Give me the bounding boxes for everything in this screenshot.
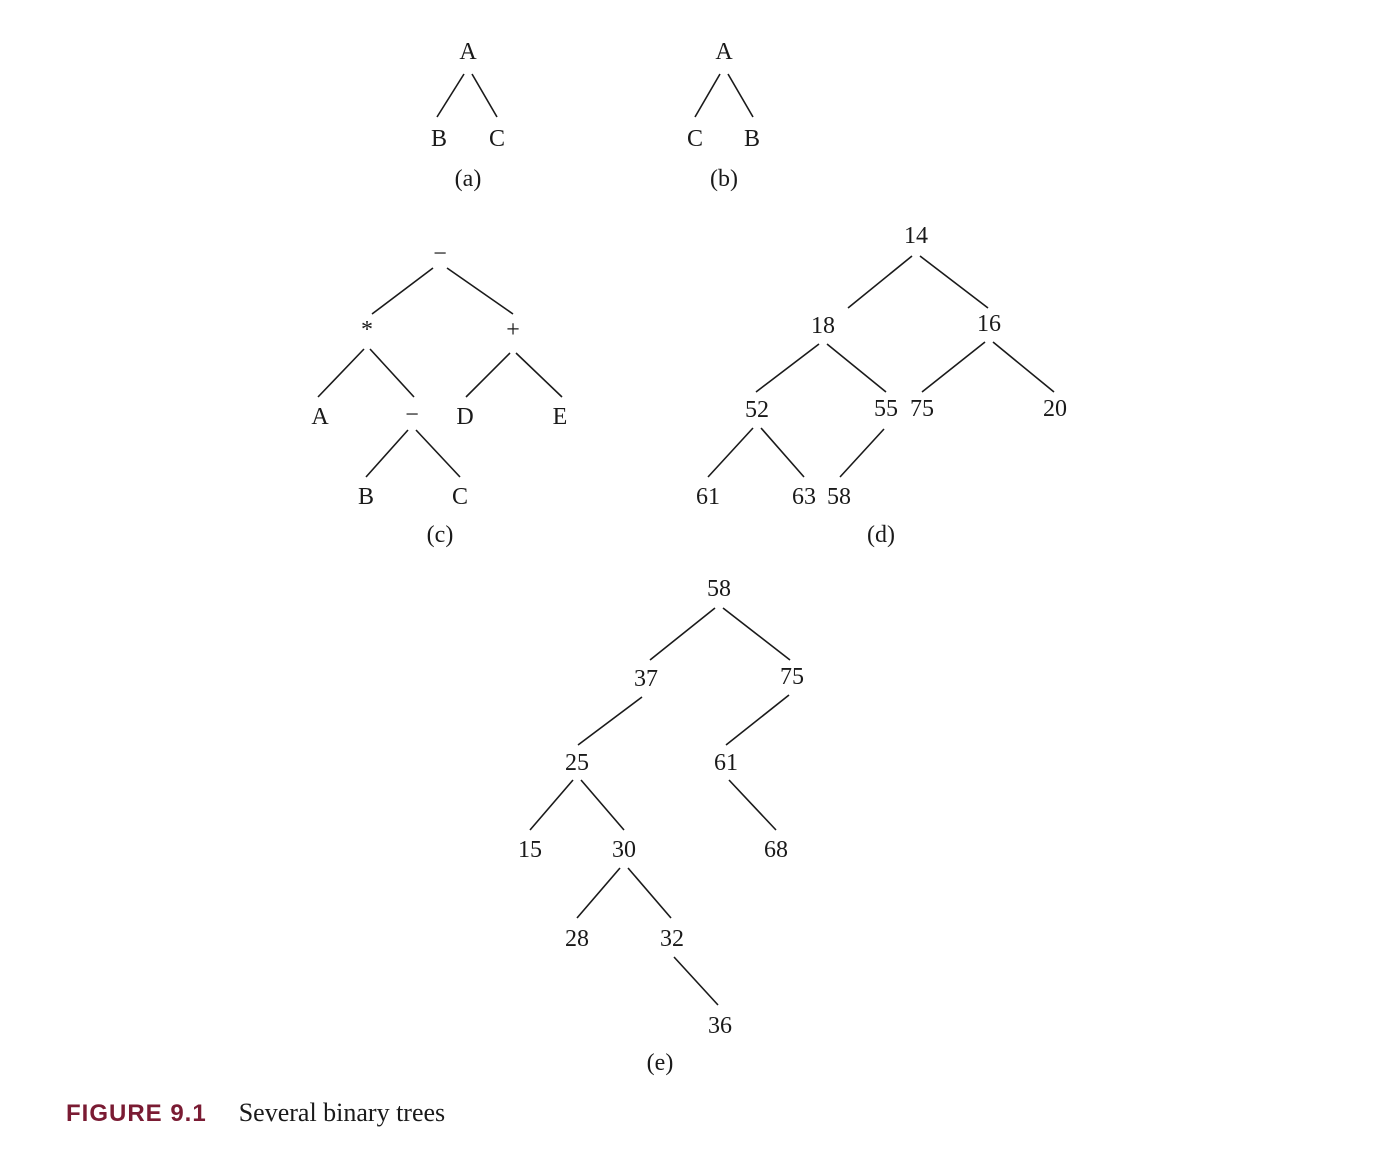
tree-edge — [722, 607, 791, 661]
tree-edge — [992, 341, 1055, 393]
tree-node: 63 — [792, 484, 816, 510]
tree-edge — [515, 352, 563, 398]
panel-label: (d) — [867, 522, 895, 548]
binary-tree-c: − * + A − D E B C (c) — [311, 241, 567, 548]
tree-edge — [371, 267, 434, 315]
tree-node: 68 — [764, 837, 788, 863]
panel-label: (a) — [455, 166, 482, 192]
binary-tree-e: 58 37 75 25 61 15 30 68 28 32 36 (e) — [518, 576, 804, 1076]
tree-node: 25 — [565, 750, 589, 776]
tree-node: C — [687, 126, 703, 152]
tree-edge — [921, 341, 986, 393]
tree-edge — [727, 73, 754, 118]
tree-node: 32 — [660, 926, 684, 952]
tree-node: * — [361, 317, 373, 343]
binary-tree-a: A B C (a) — [431, 39, 505, 192]
tree-edge — [627, 867, 672, 919]
tree-edge — [465, 352, 511, 398]
tree-node: 58 — [827, 484, 851, 510]
tree-node: D — [456, 404, 473, 430]
tree-node: B — [358, 484, 374, 510]
tree-node: C — [452, 484, 468, 510]
tree-node: 37 — [634, 666, 658, 692]
tree-node: 28 — [565, 926, 589, 952]
binary-tree-d: 14 18 16 52 55 75 20 61 63 58 (d) — [696, 223, 1067, 548]
figure-caption-text: Several binary trees — [238, 1098, 446, 1127]
tree-node: 30 — [612, 837, 636, 863]
tree-node: − — [405, 402, 419, 428]
tree-node: 75 — [910, 396, 934, 422]
tree-edge — [728, 779, 777, 831]
tree-edge — [826, 343, 887, 393]
panel-label: (c) — [427, 522, 454, 548]
tree-node: 36 — [708, 1013, 732, 1039]
tree-node: A — [715, 39, 733, 65]
tree-edge — [919, 255, 989, 309]
tree-edge — [649, 607, 716, 661]
panel-label: (e) — [647, 1050, 674, 1076]
panel-label: (b) — [710, 166, 738, 192]
tree-node: 18 — [811, 313, 835, 339]
tree-node: 61 — [714, 750, 738, 776]
tree-edge — [694, 73, 721, 118]
tree-edge — [673, 956, 719, 1006]
tree-node: A — [311, 404, 329, 430]
tree-node: C — [489, 126, 505, 152]
tree-node: 61 — [696, 484, 720, 510]
tree-edge — [725, 694, 790, 746]
tree-node: 16 — [977, 311, 1001, 337]
tree-edge — [471, 73, 498, 118]
tree-edge — [577, 696, 643, 746]
tree-edge — [755, 343, 820, 393]
figure-caption: FIGURE 9.1 Several binary trees — [66, 1098, 445, 1128]
tree-edge — [576, 867, 621, 919]
tree-edge — [446, 267, 514, 315]
tree-node: B — [431, 126, 447, 152]
tree-node: 52 — [745, 397, 769, 423]
tree-edge — [369, 348, 415, 398]
tree-edge — [529, 779, 574, 831]
tree-node: 15 — [518, 837, 542, 863]
tree-node: B — [744, 126, 760, 152]
tree-edge — [365, 429, 409, 478]
tree-node: E — [553, 404, 568, 430]
tree-edge — [317, 348, 365, 398]
tree-node: 20 — [1043, 396, 1067, 422]
tree-edge — [580, 779, 625, 831]
tree-edge — [436, 73, 465, 118]
tree-edge — [847, 255, 913, 309]
tree-node: 14 — [904, 223, 928, 249]
tree-edge — [839, 428, 885, 478]
tree-node: + — [506, 317, 520, 343]
tree-edge — [707, 427, 754, 478]
figure-number: FIGURE 9.1 — [66, 1100, 207, 1127]
tree-node: A — [459, 39, 477, 65]
tree-node: 55 — [874, 396, 898, 422]
tree-node: − — [433, 241, 447, 267]
binary-tree-b: A C B(b) — [687, 39, 760, 192]
tree-node: 75 — [780, 664, 804, 690]
tree-edge — [415, 429, 461, 478]
tree-edge — [760, 427, 805, 478]
tree-node: 58 — [707, 576, 731, 602]
